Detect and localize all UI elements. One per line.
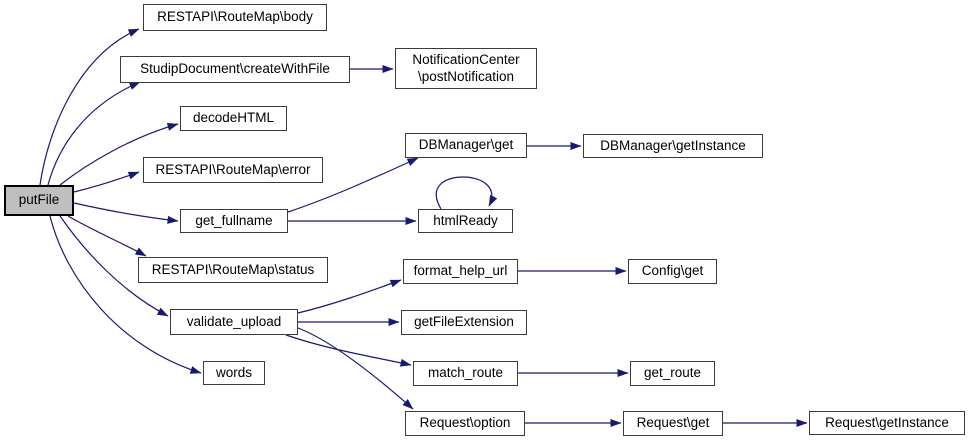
node-getFullname[interactable]: get_fullname <box>180 209 288 233</box>
edge-putFile-body <box>39 28 140 186</box>
edge-putFile-status <box>67 215 147 257</box>
node-validateUpload[interactable]: validate_upload <box>170 309 298 335</box>
node-putFile[interactable]: putFile <box>4 185 74 216</box>
node-status[interactable]: RESTAPI\RouteMap\status <box>138 257 328 283</box>
edge-getFullname-dbGet <box>287 157 419 213</box>
node-configGet[interactable]: Config\get <box>628 259 717 284</box>
node-formatHelpUrl[interactable]: format_help_url <box>403 259 518 284</box>
node-dbGet[interactable]: DBManager\get <box>405 133 527 158</box>
node-requestGetInstance[interactable]: Request\getInstance <box>809 411 965 435</box>
node-requestGet[interactable]: Request\get <box>623 411 723 436</box>
node-decodeHTML[interactable]: decodeHTML <box>180 106 287 131</box>
node-error[interactable]: RESTAPI\RouteMap\error <box>143 157 323 183</box>
node-matchRoute[interactable]: match_route <box>413 361 518 386</box>
node-words[interactable]: words <box>203 361 265 385</box>
edge-validateUpload-matchRoute <box>285 334 412 367</box>
edge-validateUpload-formatHelpUrl <box>297 279 402 314</box>
edge-putFile-words <box>49 215 202 374</box>
edge-putFile-decodeHTML <box>59 123 179 186</box>
node-requestOption[interactable]: Request\option <box>405 411 525 436</box>
node-getFileExtension[interactable]: getFileExtension <box>401 310 527 335</box>
node-htmlReady[interactable]: htmlReady <box>418 209 513 233</box>
node-postNotification[interactable]: NotificationCenter \postNotification <box>395 48 537 89</box>
node-body[interactable]: RESTAPI\RouteMap\body <box>143 4 327 31</box>
edge-putFile-getFullname <box>73 202 179 224</box>
edge-validateUpload-requestOption <box>297 327 414 410</box>
node-dbGetInstance[interactable]: DBManager\getInstance <box>583 134 763 158</box>
node-getRoute[interactable]: get_route <box>630 361 715 386</box>
node-createWithFile[interactable]: StudipDocument\createWithFile <box>120 56 350 83</box>
edge-putFile-error <box>73 171 140 193</box>
edge-putFile-createWithFile <box>47 81 141 186</box>
edge-putFile-validateUpload <box>59 215 169 317</box>
edge-htmlReady-htmlReady <box>435 176 498 210</box>
